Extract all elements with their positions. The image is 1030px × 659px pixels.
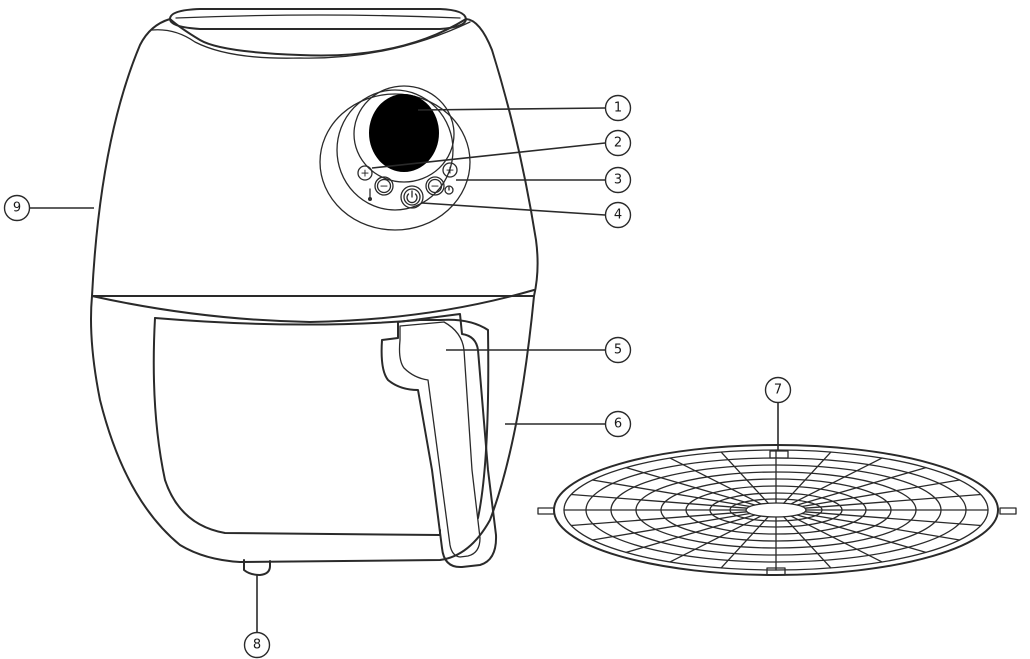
rack-spoke (591, 512, 751, 541)
leader-1 (417, 107, 606, 111)
basket-handle (380, 313, 498, 569)
svg-text:4: 4 (614, 208, 622, 223)
leader-2 (371, 142, 606, 169)
rack-spoke (720, 451, 769, 504)
svg-text:1: 1 (614, 101, 622, 116)
rack-spoke (669, 457, 762, 505)
rack-spoke (783, 451, 832, 504)
svg-text:2: 2 (614, 136, 622, 151)
timer-icon (444, 185, 454, 195)
rack-spoke (591, 479, 751, 508)
rack-spoke (720, 516, 769, 569)
rack-spoke (570, 511, 748, 527)
rack-spoke (783, 516, 832, 569)
svg-text:3: 3 (614, 173, 622, 188)
display-screen (369, 94, 439, 172)
lower-body (90, 295, 535, 563)
rack-spoke (804, 493, 982, 509)
rack-tab-top (769, 450, 789, 459)
svg-text:+: + (360, 167, 369, 180)
callout-6: 6 (604, 410, 632, 438)
callout-7: 7 (764, 376, 792, 404)
air-fryer: + − + − (90, 8, 539, 576)
power-button[interactable] (400, 185, 424, 209)
temp-plus-button[interactable]: + (357, 165, 373, 181)
rack-spoke (625, 514, 756, 554)
lid-inner (175, 14, 461, 19)
svg-text:6: 6 (614, 417, 622, 432)
callout-8: 8 (243, 631, 271, 659)
rack-spoke (669, 515, 762, 563)
svg-text:+: + (445, 164, 454, 177)
time-plus-button[interactable]: + (442, 162, 458, 178)
callout-3: 3 (604, 166, 632, 194)
leader-lines (29, 107, 779, 635)
body-seam (91, 289, 535, 323)
rack-spoke (790, 457, 883, 505)
basket-panel-left (154, 317, 421, 326)
temp-minus-button[interactable]: − (374, 176, 394, 196)
rack-spoke (790, 515, 883, 563)
basket-panel (152, 317, 490, 536)
svg-text:9: 9 (13, 201, 21, 216)
callout-2: 2 (604, 129, 632, 157)
rack-spoke (801, 479, 961, 508)
rack-spoke (804, 511, 982, 527)
callout-5: 5 (604, 336, 632, 364)
upper-body (91, 18, 539, 297)
rack-spoke (796, 466, 927, 506)
upper-body-contour (151, 21, 471, 59)
callout-1: 1 (604, 94, 632, 122)
basket-handle-inner (398, 321, 481, 558)
svg-text:−: − (379, 180, 388, 193)
thermometer-icon (368, 188, 372, 201)
rack-spoke (625, 466, 756, 506)
crisper-rack (537, 444, 1017, 576)
control-panel (319, 85, 471, 231)
power-icon (406, 190, 418, 204)
svg-text:7: 7 (774, 383, 782, 398)
time-minus-button[interactable]: − (425, 176, 445, 196)
rack-tab-bottom (766, 567, 786, 576)
lid-top (169, 8, 467, 30)
svg-text:8: 8 (253, 638, 261, 653)
svg-text:−: − (430, 180, 439, 193)
rack-spoke (801, 512, 961, 541)
rack-spoke (570, 493, 748, 509)
svg-text:5: 5 (614, 343, 622, 358)
rack-tab-left (537, 507, 555, 515)
callout-4: 4 (604, 201, 632, 229)
callout-9: 9 (3, 194, 31, 222)
foot (243, 559, 271, 576)
rack-tab-right (999, 507, 1017, 515)
leader-4 (421, 202, 606, 216)
rack-spoke (796, 514, 927, 554)
